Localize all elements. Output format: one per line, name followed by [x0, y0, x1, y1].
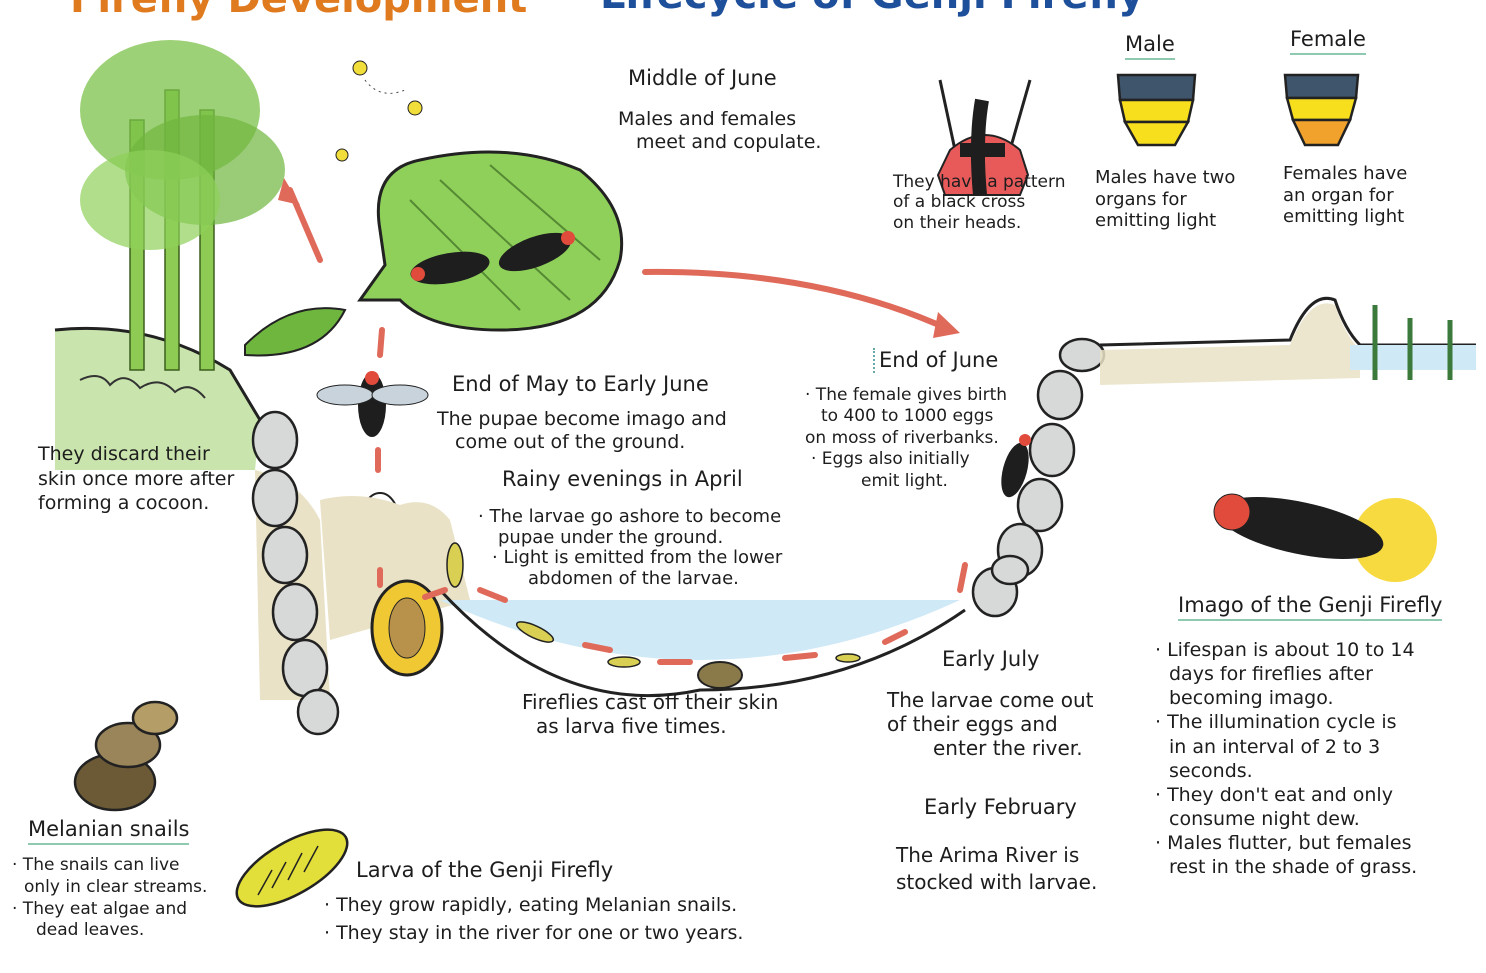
male-abdomen-icon — [1118, 75, 1195, 145]
snail-in-river-icon — [698, 662, 742, 688]
bamboo-icon — [80, 40, 285, 370]
end-june-heading: End of June — [873, 348, 998, 373]
april-heading: Rainy evenings in April — [502, 467, 743, 492]
larva-text: · They grow rapidly, eating Melanian sna… — [324, 892, 743, 947]
title-main: Firefly Development — [70, 0, 527, 22]
early-july-heading: Early July — [942, 647, 1039, 672]
title-sub: Lifecycle of Genji Firefly — [600, 0, 1144, 18]
larva-icon — [608, 657, 640, 667]
end-may-heading: End of May to Early June — [452, 372, 709, 397]
imago-heading: Imago of the Genji Firefly — [1178, 593, 1442, 621]
copulation-bubble — [360, 152, 622, 330]
female-label: Female — [1290, 27, 1366, 55]
emerging-firefly-icon — [317, 371, 428, 437]
mid-june-heading: Middle of June — [628, 66, 777, 91]
male-label: Male — [1125, 32, 1175, 60]
leaf-icon — [245, 308, 345, 355]
pond-water — [1350, 345, 1476, 370]
flying-firefly-icon — [336, 149, 348, 161]
flying-firefly-icon — [408, 101, 422, 115]
flying-firefly-icon — [353, 61, 367, 75]
female-abdomen-icon — [1285, 75, 1358, 145]
melanian-snail-icon — [75, 702, 177, 810]
larva-heading: Larva of the Genji Firefly — [356, 858, 613, 883]
river-water — [440, 600, 960, 660]
right-riverbank — [1100, 298, 1476, 345]
snails-heading: Melanian snails — [28, 817, 189, 845]
larva-icon — [447, 543, 463, 587]
larva-icon — [836, 654, 860, 662]
early-feb-heading: Early February — [924, 795, 1077, 820]
